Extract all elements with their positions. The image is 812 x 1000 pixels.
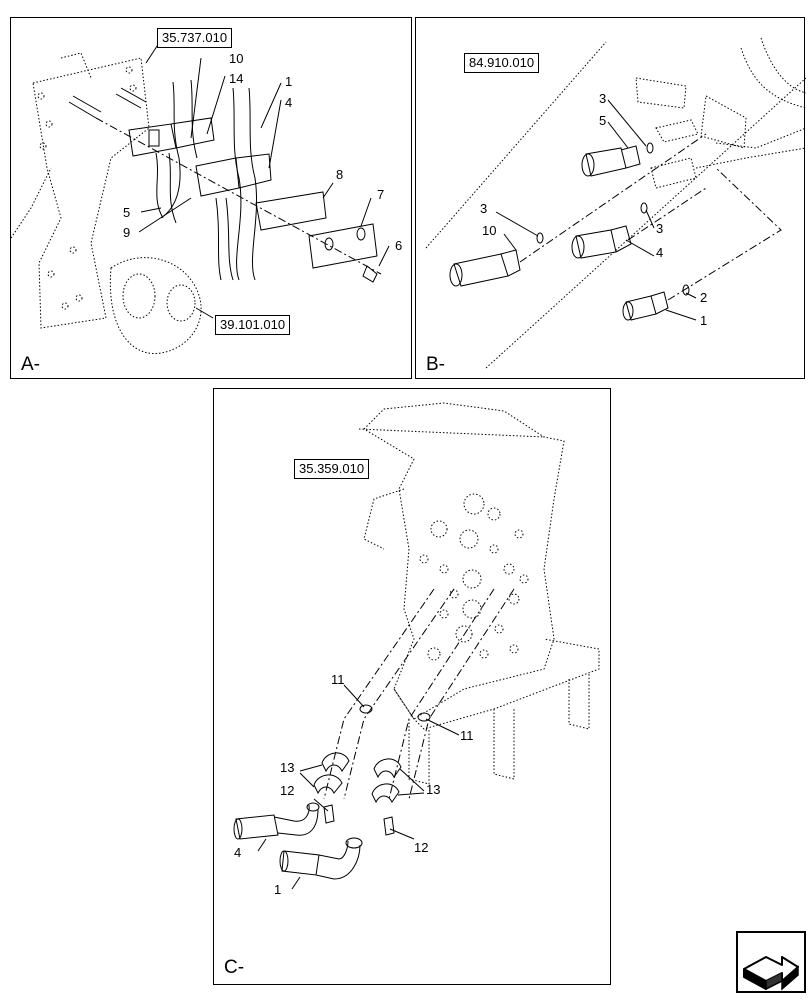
callout-1: 1 [700, 313, 708, 328]
callout-11b: 11 [460, 728, 474, 743]
panel-a: 35.737.010 39.101.010 10 14 1 4 8 7 6 5 … [10, 17, 412, 379]
callout-1: 1 [285, 74, 293, 89]
panel-a-drawing [11, 39, 390, 355]
callout-5: 5 [599, 113, 607, 128]
panel-b-label: B- [426, 354, 445, 375]
panel-c-drawing [233, 402, 600, 890]
callout-7: 7 [377, 187, 385, 202]
callout-8: 8 [336, 167, 344, 182]
panel-c: 35.359.010 11 11 13 12 13 12 4 1 C- [213, 388, 611, 985]
callout-14: 14 [229, 71, 244, 86]
callout-3a: 3 [599, 91, 607, 106]
panel-a-label: A- [21, 354, 40, 375]
panel-b: 84.910.010 3 5 3 10 3 4 2 1 B- [415, 17, 806, 379]
callout-10: 10 [482, 223, 497, 238]
callout-12a: 12 [280, 783, 295, 798]
ref-84-910-010: 84.910.010 [464, 53, 540, 73]
ref-39-101-010: 39.101.010 [215, 315, 291, 335]
callout-4: 4 [285, 95, 293, 110]
callout-12b: 12 [414, 840, 429, 855]
callout-13b: 13 [426, 782, 441, 797]
callout-5: 5 [123, 205, 131, 220]
panel-c-label: C- [224, 957, 245, 978]
callout-2: 2 [700, 290, 708, 305]
callout-4: 4 [656, 245, 664, 260]
callout-3b: 3 [480, 201, 488, 216]
callout-1: 1 [274, 882, 282, 897]
callout-6: 6 [395, 238, 403, 253]
callout-10: 10 [229, 51, 244, 66]
callout-4: 4 [234, 845, 242, 860]
ref-35-737-010: 35.737.010 [157, 28, 233, 48]
callout-11a: 11 [331, 672, 345, 687]
panel-b-drawing [425, 37, 806, 369]
ref-35-359-010: 35.359.010 [294, 459, 370, 479]
next-page-arrow-icon[interactable] [736, 931, 806, 993]
callout-13a: 13 [280, 760, 295, 775]
callout-9: 9 [123, 225, 131, 240]
callout-3c: 3 [656, 221, 664, 236]
